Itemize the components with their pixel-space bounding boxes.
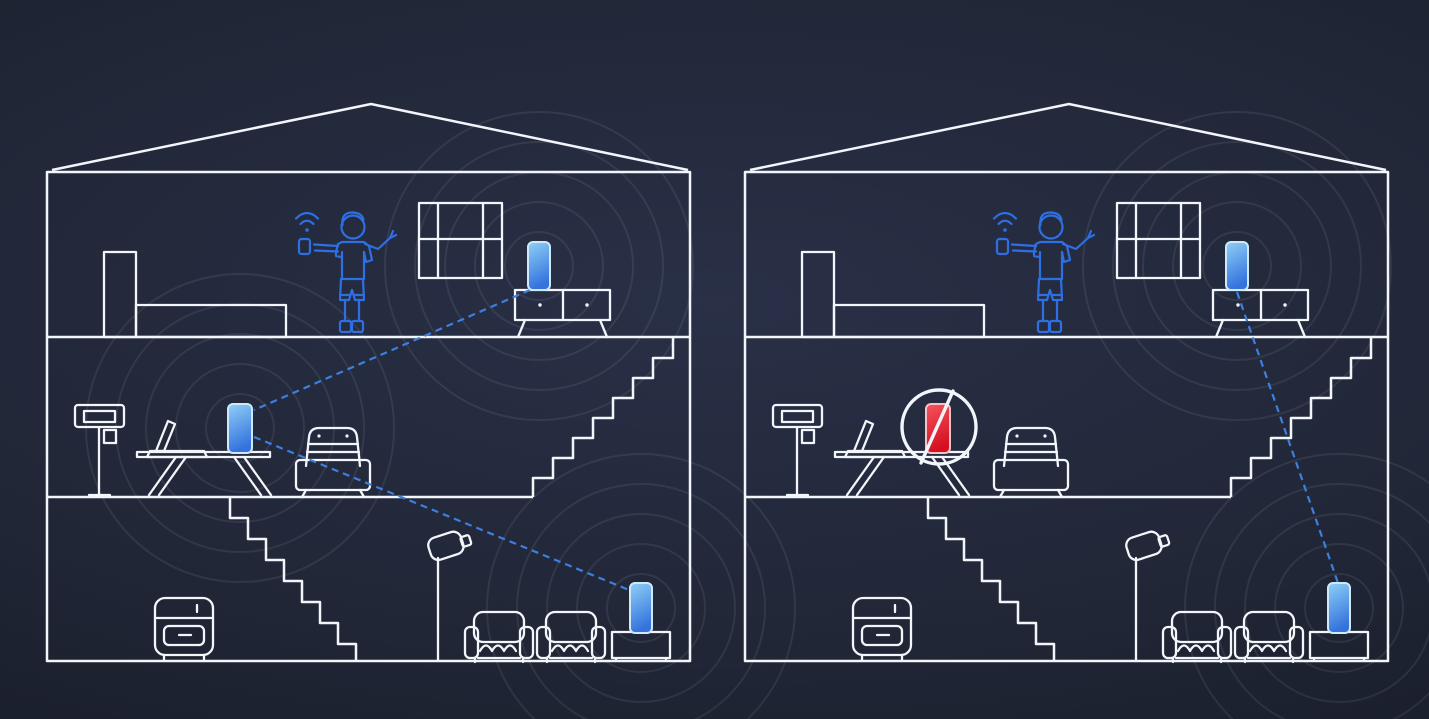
link-top-to-bottom-direct xyxy=(1235,291,1340,584)
furniture xyxy=(771,201,1370,664)
mesh-node-bottom xyxy=(1327,582,1351,634)
mesh-links xyxy=(1235,291,1340,584)
mesh-node-top xyxy=(1225,241,1249,291)
house-outline xyxy=(45,102,692,663)
link-top-to-middle xyxy=(253,288,531,412)
link-middle-to-bottom xyxy=(253,435,635,594)
mesh-links xyxy=(253,288,635,594)
left-house xyxy=(45,102,796,719)
mesh-nodes xyxy=(227,241,653,634)
prohibition-icon xyxy=(900,388,978,466)
person-with-phone xyxy=(294,211,398,334)
mesh-node-top xyxy=(527,241,551,291)
house-outline xyxy=(743,102,1390,663)
furniture xyxy=(73,201,672,664)
person-with-phone xyxy=(992,211,1096,334)
mesh-node-bottom xyxy=(629,582,653,634)
right-house xyxy=(743,102,1429,719)
mesh-node-middle xyxy=(227,403,253,454)
